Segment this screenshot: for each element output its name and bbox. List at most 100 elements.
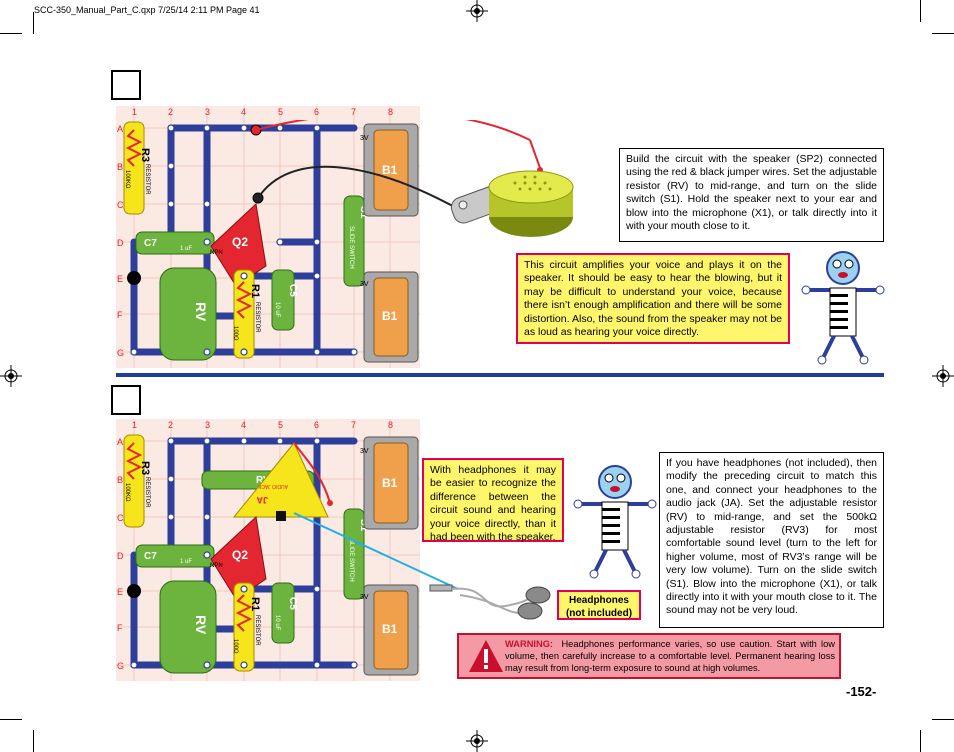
project-checkbox-2[interactable] [111,385,141,415]
crop-mark-bottom-right-h [932,719,954,720]
circuit2-description: If you have headphones (not included), t… [659,452,884,628]
r1-resistor-1 [233,269,255,359]
c5-capacitor-1 [271,269,295,331]
microphone-icon-2 [127,584,141,598]
page-number: -152- [846,684,877,699]
row-label-b: B [117,162,123,172]
crop-mark-bottom-left-v [33,730,34,752]
r1-resistor-2 [233,582,255,672]
project-checkbox-1[interactable] [111,70,141,100]
r1-label-2: R1 [249,597,261,611]
r1-ohms-1: 100Ω [232,326,238,341]
col-label-5: 5 [278,107,283,117]
s1-label-2: S1 [358,519,369,532]
crop-mark-top-left-h [0,33,22,34]
r3-ohms-2: 100KΩ [124,483,130,502]
crop-mark-top-right-v [920,0,921,22]
circuit-board-1: 1 2 3 4 5 6 7 8 A B C D E F G [116,106,420,368]
volts-label-top-2: 3V [360,448,369,455]
col-label-3: 3 [205,107,210,117]
col-label-6: 6 [314,420,319,430]
rv-adjustable-resistor-2 [159,580,217,674]
row-label-e: E [117,587,123,597]
row-label-d: D [117,238,124,248]
headphones-label: Headphones (not included) [557,590,641,620]
col-label-6: 6 [314,107,319,117]
row-label-e: E [117,274,123,284]
col-label-8: 8 [388,107,393,117]
col-label-5: 5 [278,420,283,430]
headphones-label-line2: (not included) [565,608,633,619]
crop-mark-top-right-h [932,33,954,34]
col-label-1: 1 [132,420,137,430]
r3-label-2: R3 [139,461,151,475]
r1-ohms-2: 100Ω [232,639,238,654]
circuit1-callout: This circuit amplifies your voice and pl… [516,253,790,344]
volts-label-bottom-1: 3V [360,281,369,288]
r1-resistor-text-1: RESISTOR [254,302,260,333]
row-label-f: F [117,310,123,320]
row-label-d: D [117,551,124,561]
registration-mark-top-icon [466,0,488,22]
registration-mark-right-icon [932,365,954,387]
warning-box: WARNING: Headphones performance varies, … [457,633,841,679]
q2-transistor-1 [210,202,267,287]
c5-label-1: C5 [287,284,298,297]
crop-mark-bottom-right-v [920,730,921,752]
volts-label-top-1: 3V [360,135,369,142]
q2-label-2: Q2 [232,548,248,562]
b1-label-bottom-1: B1 [382,309,398,323]
s1-label-1: S1 [358,206,369,219]
volts-label-bottom-2: 3V [360,594,369,601]
c5-capacitor-2 [271,582,295,644]
s1-slide-switch-2 [343,508,365,600]
col-label-4: 4 [241,420,246,430]
rv-label-2: RV [193,615,209,635]
s1-slide-switch-1 [343,195,365,287]
mascot-icon-1 [801,251,885,365]
row-label-c: C [117,513,124,523]
r3-resistor-1 [123,121,145,215]
r3-resistor-text-1: RESISTOR [144,164,150,195]
b1-label-top-2: B1 [382,476,398,490]
registration-mark-bottom-icon [466,730,488,752]
speaker-icon-1 [450,170,574,237]
col-label-4: 4 [241,107,246,117]
b1-label-bottom-2: B1 [382,622,398,636]
c7-value-2: 1 uF [180,559,192,565]
r3-ohms-1: 100KΩ [124,170,130,189]
q2-npn-1: NPN [210,250,223,256]
ja-audio-text-2: AUDIO JACK [257,483,288,489]
crop-mark-top-left-v [33,12,34,34]
row-label-a: A [117,124,123,134]
s1-switch-text-1: SLIDE SWITCH [348,226,354,269]
c7-label-1: C7 [144,238,157,249]
row-label-c: C [117,200,124,210]
c7-label-2: C7 [144,551,157,562]
q2-label-1: Q2 [232,235,248,249]
circuit-board-2: 1 2 3 4 5 6 7 8 A B C D E F G R [116,419,420,681]
r1-label-1: R1 [249,284,261,298]
warning-icon [469,640,503,672]
col-label-2: 2 [168,107,173,117]
circuit2-callout: With headphones it may be easier to reco… [422,458,564,543]
col-label-3: 3 [205,420,210,430]
row-label-g: G [117,661,124,671]
registration-mark-left-icon [0,365,22,387]
col-label-2: 2 [168,420,173,430]
b1-label-top-1: B1 [382,163,398,177]
r3-resistor-text-2: RESISTOR [144,477,150,508]
c5-label-2: C5 [287,597,298,610]
c7-value-1: 1 uF [180,246,192,252]
rv-label-1: RV [193,302,209,322]
q2-transistor-2 [210,515,267,600]
s1-switch-text-2: SLIDE SWITCH [348,539,354,582]
c5-value-1: 10 uF [274,302,280,318]
row-label-a: A [117,437,123,447]
microphone-icon-1 [127,271,141,285]
row-label-b: B [117,475,123,485]
r3-label-1: R3 [139,148,151,162]
rv-adjustable-resistor-1 [159,267,217,361]
c5-value-2: 10 uF [274,615,280,631]
warning-text-block: WARNING: Headphones performance varies, … [505,638,835,674]
